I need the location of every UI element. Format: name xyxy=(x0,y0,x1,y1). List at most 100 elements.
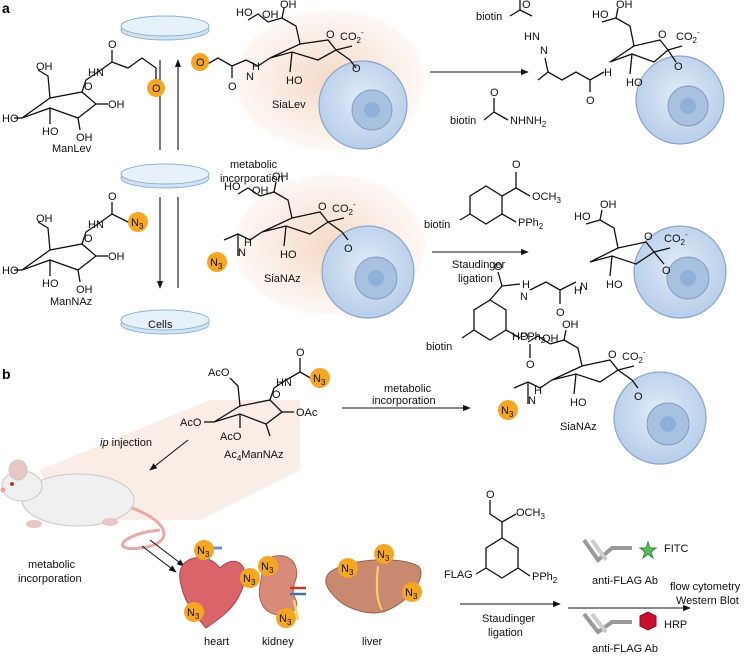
svg-text:CO2-: CO2- xyxy=(622,348,646,365)
cell-bottom-right xyxy=(613,371,707,465)
svg-text:N3: N3 xyxy=(187,607,200,621)
svg-text:N3: N3 xyxy=(131,217,144,231)
svg-text:N: N xyxy=(246,71,254,83)
svg-text:ligation: ligation xyxy=(458,273,493,285)
cell-middle-right xyxy=(633,225,727,319)
svg-text:OH: OH xyxy=(600,199,617,211)
svg-text:biotin: biotin xyxy=(450,115,476,127)
svg-text:O: O xyxy=(108,39,117,51)
svg-text:O: O xyxy=(522,0,531,11)
svg-text:O: O xyxy=(196,57,205,69)
svg-text:OH: OH xyxy=(36,213,53,225)
svg-text:O: O xyxy=(108,191,117,203)
svg-text:O: O xyxy=(608,349,617,361)
svg-text:biotin: biotin xyxy=(424,219,450,231)
svg-text:N3: N3 xyxy=(501,405,514,419)
svg-text:O: O xyxy=(84,81,93,93)
sialev-structure: HO OH OH HO O CO2- O H N O O SiaLev xyxy=(191,0,364,111)
heart-organ: N3 N3 N3 heart xyxy=(179,540,260,648)
svg-text:O: O xyxy=(644,231,653,243)
svg-text:HO: HO xyxy=(626,77,643,89)
biotin-hydrazide: biotin O NHNH2 xyxy=(450,87,547,129)
manlev-structure: OH HO HO OH OH O HN O O ManLev xyxy=(2,39,165,155)
svg-text:incorporation: incorporation xyxy=(18,573,82,585)
arrow-organs-1 xyxy=(149,539,185,567)
hydrazone-product: biotin O HN N O H HO OH HO O CO2- O xyxy=(476,0,700,107)
svg-text:O: O xyxy=(152,83,161,95)
metabolic-label-a1: metabolic xyxy=(230,159,278,171)
svg-text:HN: HN xyxy=(88,67,104,79)
svg-text:biotin: biotin xyxy=(476,11,502,23)
svg-text:N3: N3 xyxy=(243,573,256,587)
svg-text:HO: HO xyxy=(606,279,623,291)
svg-text:AcO: AcO xyxy=(220,431,242,443)
svg-text:HO: HO xyxy=(512,331,529,343)
svg-text:OAc: OAc xyxy=(296,407,318,419)
liver-label: liver xyxy=(362,636,383,648)
svg-text:HO: HO xyxy=(286,75,303,87)
svg-text:Staudinger: Staudinger xyxy=(452,259,506,271)
svg-text:N3: N3 xyxy=(197,545,210,559)
cell-top-right xyxy=(635,55,725,145)
svg-text:AcO: AcO xyxy=(180,417,202,429)
ac4mannaz-structure: AcO AcO AcO OAc O HN O N3 Ac4ManNAz xyxy=(180,347,330,463)
svg-text:PPh2: PPh2 xyxy=(518,217,544,231)
svg-text:HRP: HRP xyxy=(664,619,687,631)
svg-text:CO2-: CO2- xyxy=(664,230,688,247)
svg-text:N: N xyxy=(520,291,528,303)
svg-text:OH: OH xyxy=(76,132,93,144)
arrow-organs-2 xyxy=(141,545,177,573)
svg-text:N3: N3 xyxy=(405,587,418,601)
svg-text:OH: OH xyxy=(280,0,297,11)
svg-text:OH: OH xyxy=(542,333,559,345)
svg-text:O: O xyxy=(84,233,93,245)
svg-text:metabolic: metabolic xyxy=(28,559,76,571)
sialev-label: SiaLev xyxy=(272,99,306,111)
svg-text:O: O xyxy=(662,265,671,277)
svg-text:HO: HO xyxy=(224,181,241,193)
sianaz-structure-b: HO OH OH HO O CO2- O H N N3 SiaNAz xyxy=(498,319,646,433)
svg-text:N: N xyxy=(528,395,536,407)
svg-text:FLAG: FLAG xyxy=(444,569,473,581)
svg-text:H: H xyxy=(574,285,582,297)
sianaz-structure-a: HO OH OH HO O CO2- O H N N3 SiaNAz xyxy=(207,171,356,285)
svg-text:CO2-: CO2- xyxy=(332,200,356,217)
svg-text:OH: OH xyxy=(272,171,289,183)
ip-injection-label: ip injection xyxy=(100,437,152,449)
svg-text:N3: N3 xyxy=(341,563,354,577)
svg-text:OCH3: OCH3 xyxy=(516,507,545,521)
svg-text:OH: OH xyxy=(108,99,125,111)
sianaz-label-a: SiaNAz xyxy=(264,273,301,285)
liver-organ: N3 N3 N3 liver xyxy=(325,544,422,648)
svg-text:O: O xyxy=(228,81,237,93)
svg-text:OCH3: OCH3 xyxy=(532,191,561,205)
svg-text:H: H xyxy=(252,61,260,73)
svg-text:O: O xyxy=(326,29,335,41)
svg-text:ligation: ligation xyxy=(488,627,523,639)
arrow-ip xyxy=(149,439,189,471)
svg-text:OH: OH xyxy=(108,251,125,263)
svg-text:OH: OH xyxy=(76,284,93,296)
svg-text:O: O xyxy=(494,261,503,273)
cell-top xyxy=(318,60,408,150)
svg-text:HO: HO xyxy=(570,397,587,409)
svg-text:OH: OH xyxy=(252,185,269,197)
svg-text:O: O xyxy=(352,63,361,75)
svg-text:OH: OH xyxy=(262,9,279,21)
panel-label-b: b xyxy=(2,366,11,382)
svg-text:PPh2: PPh2 xyxy=(532,571,558,585)
svg-text:HO: HO xyxy=(574,211,591,223)
heart-label: heart xyxy=(204,636,229,648)
svg-text:H: H xyxy=(604,67,612,79)
azide-badge xyxy=(128,212,148,232)
svg-text:N: N xyxy=(580,281,588,293)
svg-text:N: N xyxy=(238,247,246,259)
svg-text:H: H xyxy=(244,237,252,249)
svg-text:N3: N3 xyxy=(279,613,292,627)
svg-text:N3: N3 xyxy=(313,373,326,387)
svg-text:N: N xyxy=(540,45,548,57)
mouse-illustration xyxy=(0,459,166,551)
petri-dish-bottom xyxy=(120,309,210,335)
